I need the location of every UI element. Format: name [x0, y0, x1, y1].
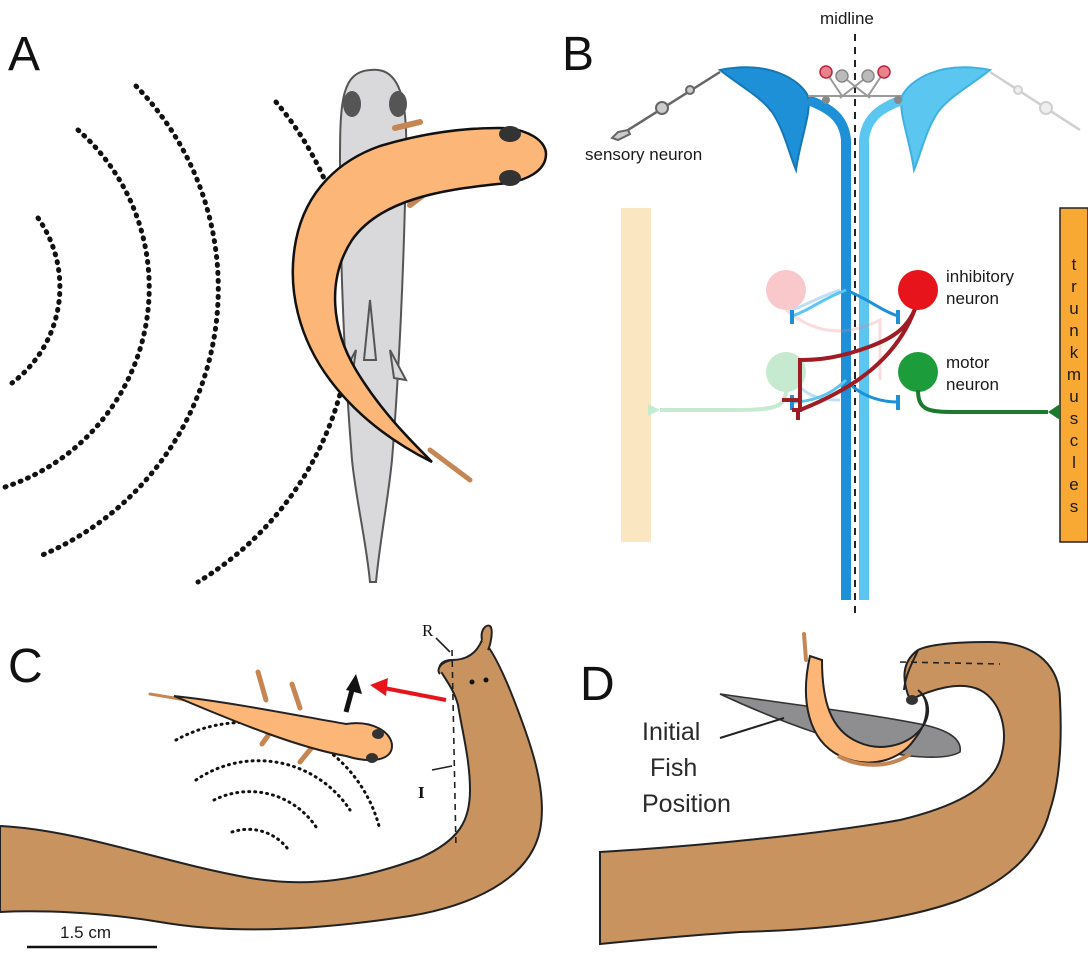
- trunk-letter-10: e: [1069, 475, 1078, 494]
- trunk-letter-2: u: [1069, 299, 1078, 318]
- sensory-neuron-faded: [990, 72, 1080, 130]
- panel-d-letter: D: [580, 658, 615, 711]
- initial-label-2: Fish: [650, 754, 697, 782]
- snake-body-c: [0, 640, 542, 929]
- motor-label-1: motor: [946, 353, 990, 372]
- trunk-letter-7: s: [1070, 409, 1079, 428]
- trunk-letter-6: u: [1069, 387, 1078, 406]
- wave-arc-3: [40, 86, 218, 556]
- trunk-letter-5: m: [1067, 365, 1081, 384]
- sensory-neuron-label: sensory neuron: [585, 145, 702, 164]
- panel-c-letter: C: [8, 640, 43, 693]
- inhibitory-neuron: [898, 270, 938, 310]
- fish-d: [804, 634, 928, 765]
- motor-neuron: [898, 352, 938, 392]
- trunk-letter-8: c: [1070, 431, 1079, 450]
- left-inhibitory-neuron-faded: [766, 270, 806, 310]
- initial-label-1: Initial: [642, 718, 700, 746]
- panel-b: B midline sensory: [562, 9, 1088, 615]
- trunk-letter-4: k: [1070, 343, 1079, 362]
- trunk-letter-9: l: [1072, 453, 1076, 472]
- left-mauthner-axon: [808, 100, 846, 600]
- left-mauthner-cell: [720, 67, 809, 170]
- inhibitory-label-1: inhibitory: [946, 267, 1015, 286]
- black-arrow-shaft: [346, 690, 352, 712]
- panel-a-letter: A: [8, 28, 40, 81]
- trunk-letter-3: n: [1069, 321, 1078, 340]
- trunk-letter-0: t: [1072, 255, 1077, 274]
- wave-arcs-a: [2, 86, 352, 582]
- left-motor-axon-faded: [660, 390, 786, 410]
- panel-a: A: [2, 28, 546, 582]
- panel-c: C R I: [0, 621, 542, 947]
- i-label: I: [418, 783, 425, 802]
- midline-label: midline: [820, 9, 874, 28]
- black-arrow-head: [346, 674, 362, 694]
- right-mauthner-axon: [864, 100, 902, 600]
- right-mauthner-to-inhibitory: [846, 290, 898, 316]
- initial-position-pointer: [720, 718, 784, 738]
- right-mauthner-cell: [901, 67, 990, 170]
- sensory-neuron: [612, 72, 720, 140]
- panel-b-letter: B: [562, 28, 594, 81]
- left-trunk-muscle-faded: [621, 208, 651, 542]
- red-arrow-shaft: [384, 688, 446, 700]
- trunk-letter-11: s: [1070, 497, 1079, 516]
- panel-d: D Initial Fish Position: [580, 634, 1061, 944]
- scale-label: 1.5 cm: [60, 923, 111, 942]
- top-circuit: [808, 66, 902, 104]
- red-arrow-head: [370, 678, 388, 696]
- motor-end-plate: [1048, 404, 1060, 420]
- wave-arc-1: [12, 218, 60, 383]
- inhibitory-label-2: neuron: [946, 289, 999, 308]
- motor-label-2: neuron: [946, 375, 999, 394]
- wave-arc-2: [2, 130, 149, 488]
- initial-label-3: Position: [642, 790, 731, 818]
- r-label: R: [422, 621, 434, 640]
- trunk-letter-1: r: [1071, 277, 1077, 296]
